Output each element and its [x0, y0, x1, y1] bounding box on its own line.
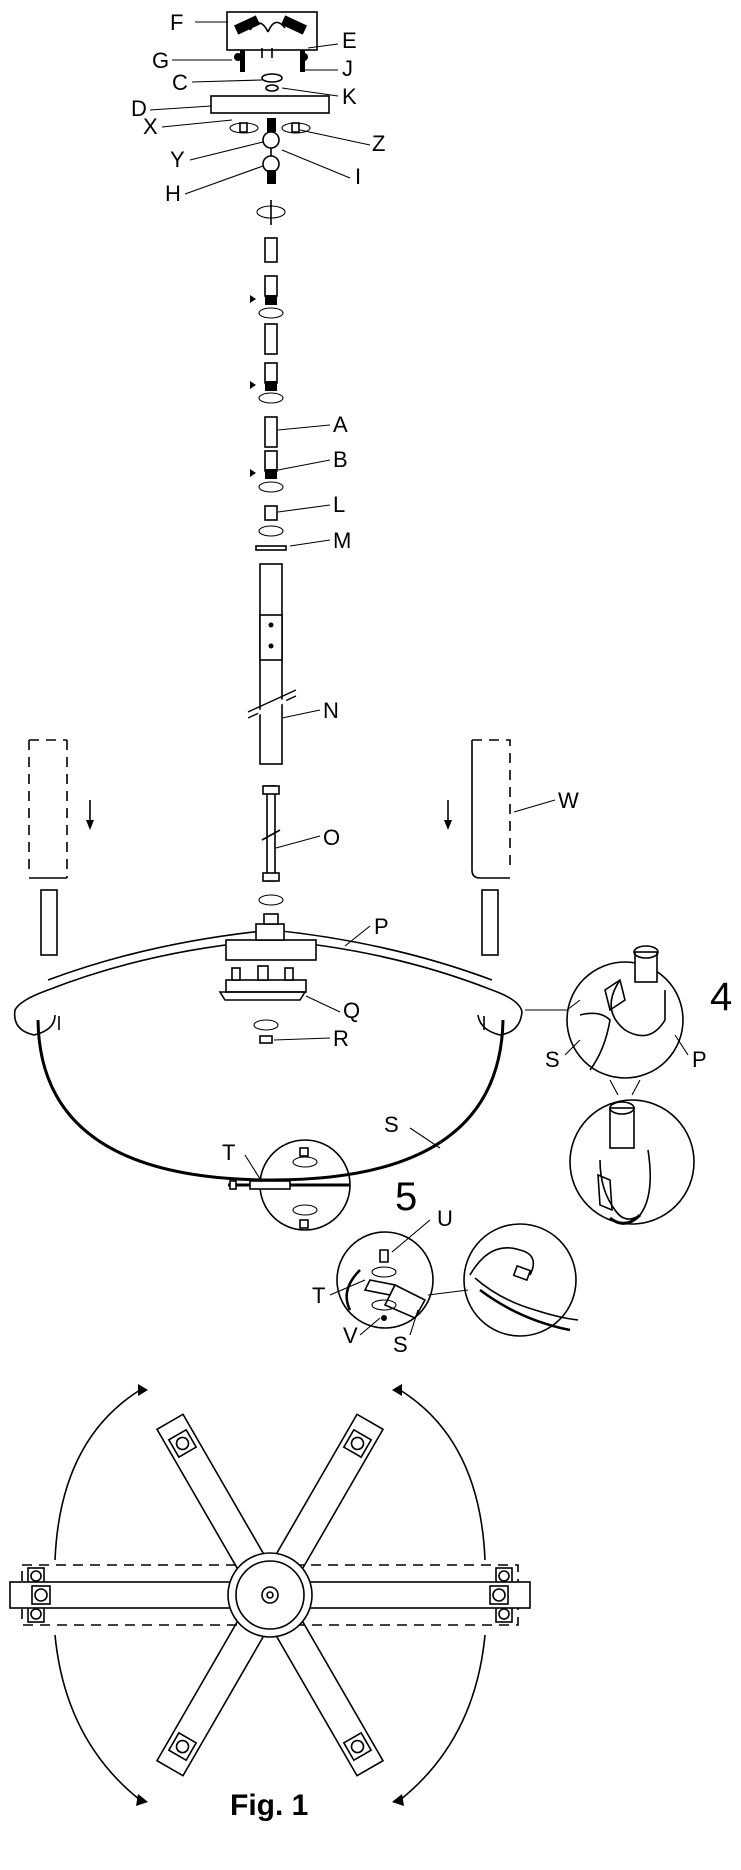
- arm-p: [13, 889, 523, 1036]
- top-view: [9, 1384, 531, 1806]
- label-e: E: [342, 28, 357, 53]
- label-m: M: [333, 528, 351, 553]
- step-number-5: 5: [395, 1175, 417, 1219]
- label-d: D: [131, 96, 147, 121]
- shade-w-right: [444, 739, 511, 879]
- label-a: A: [333, 412, 348, 437]
- ceiling-junction-box: [226, 11, 318, 58]
- label-p-detail4: P: [692, 1047, 707, 1072]
- shade-w-left: [28, 739, 94, 879]
- label-y: Y: [170, 147, 185, 172]
- label-r: R: [333, 1026, 349, 1051]
- leader-lines: [149, 21, 689, 1336]
- hook-assembly: [229, 118, 311, 184]
- step-number-4: 4: [710, 975, 732, 1019]
- downrod-stack: [250, 200, 287, 551]
- figure-caption: Fig. 1: [230, 1789, 308, 1822]
- label-o: O: [323, 825, 340, 850]
- label-t-detail5: T: [312, 1283, 325, 1308]
- label-v: V: [343, 1323, 358, 1348]
- label-h: H: [165, 181, 181, 206]
- label-j: J: [342, 56, 353, 81]
- arc-s: [36, 1019, 505, 1182]
- part-labels: F E G J C K D X Z Y I H A B L M N O W P …: [131, 10, 707, 1357]
- label-f: F: [170, 10, 183, 35]
- center-hub: [218, 913, 317, 1044]
- label-i: I: [355, 164, 361, 189]
- threaded-rod-o: [258, 785, 284, 906]
- label-q: Q: [343, 998, 360, 1023]
- label-g: G: [152, 48, 169, 73]
- label-k: K: [342, 84, 357, 109]
- label-t-arc: T: [222, 1140, 235, 1165]
- detail-circle-t: [228, 1139, 351, 1231]
- detail-circle-5b: [427, 1223, 579, 1337]
- mounting-screws: [234, 50, 308, 72]
- label-p-body: P: [374, 914, 389, 939]
- label-c: C: [172, 70, 188, 95]
- label-u: U: [437, 1206, 453, 1231]
- label-b: B: [333, 447, 348, 472]
- label-w: W: [558, 788, 579, 813]
- detail-circle-4: [525, 945, 684, 1096]
- nut-c: [261, 73, 283, 92]
- detail-circle-4b: [569, 1099, 695, 1225]
- label-z: Z: [372, 131, 385, 156]
- label-s-arc: S: [384, 1112, 399, 1137]
- label-l: L: [333, 492, 345, 517]
- canopy-d: [210, 95, 330, 114]
- label-s-detail4: S: [545, 1047, 560, 1072]
- label-n: N: [323, 698, 339, 723]
- label-x: X: [143, 114, 158, 139]
- main-pole-n: [247, 563, 297, 765]
- label-s-detail5: S: [393, 1332, 408, 1357]
- detail-circle-5: [336, 1231, 434, 1329]
